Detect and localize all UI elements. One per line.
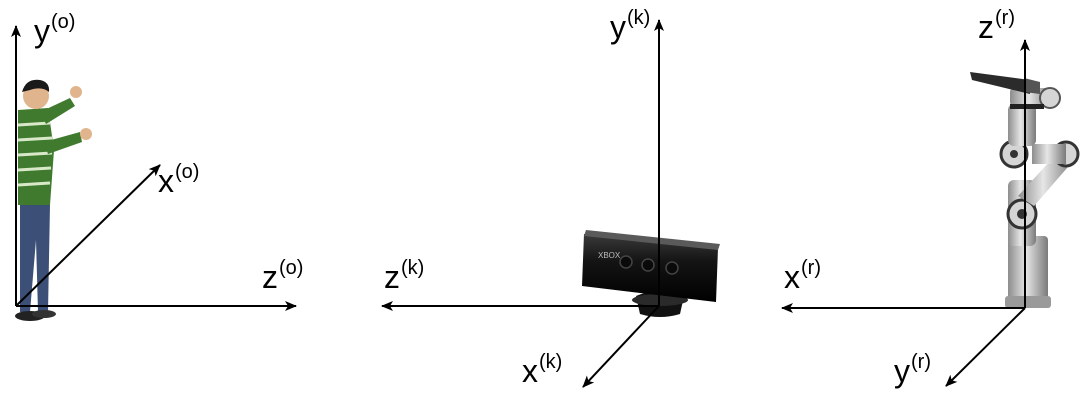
kinect-z-label: z(k) (384, 257, 425, 295)
kinect-logo-text: XBOX (598, 251, 621, 260)
kinect-y-label: y(k) (610, 7, 651, 45)
kinect-sensor: XBOX (582, 230, 720, 317)
robot-x-label: x(r) (784, 257, 821, 295)
observer-x-label: x(o) (158, 161, 200, 199)
robot-arm (970, 72, 1080, 308)
observer-x-axis (15, 164, 161, 307)
person-figure (15, 79, 92, 321)
kinect-x-label: x(k) (522, 351, 563, 389)
observer-y-label: y(o) (34, 11, 76, 49)
robot-y-label: y(r) (894, 351, 931, 389)
robot-y-axis (945, 307, 1026, 387)
robot-z-label: z(r) (978, 7, 1015, 45)
kinect-x-axis (582, 305, 660, 388)
observer-z-label: z(o) (262, 257, 304, 295)
